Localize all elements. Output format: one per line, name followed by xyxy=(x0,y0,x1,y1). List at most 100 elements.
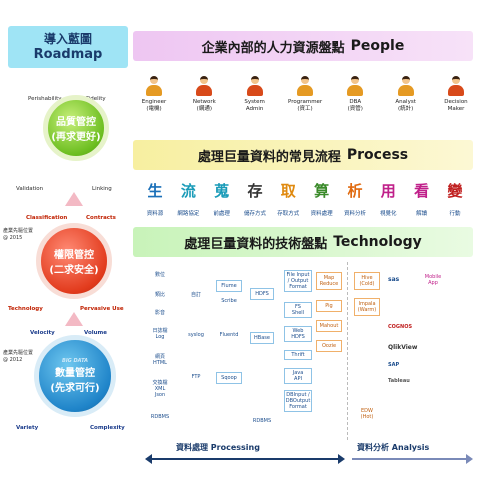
process-step: 看解讀 xyxy=(407,180,437,217)
process-step: 取存取方式 xyxy=(273,180,303,217)
tech-access: Java API xyxy=(284,368,312,384)
pervasive-use-label: Pervasive Use xyxy=(80,306,124,312)
tech-storage: RDBMS xyxy=(252,418,272,424)
tableau-logo: Tableau xyxy=(388,378,410,384)
process-step: 生資料源 xyxy=(140,180,170,217)
process-row: 生資料源流網路協定蒐前處理存儲存方式取存取方式算資料處理析資料分析用視覺化看解讀… xyxy=(140,180,470,217)
process-step-char: 流 xyxy=(180,182,196,200)
process-header-zh: 處理巨量資料的常見流程 xyxy=(197,149,341,165)
authority-line1: 權限管控 xyxy=(54,250,94,261)
authority-line2: (二求安全) xyxy=(49,265,99,276)
process-step-char: 看 xyxy=(414,182,430,200)
tech-collector: Scribe xyxy=(221,298,237,304)
person-dept: (資工) xyxy=(297,106,313,112)
process-step-char: 取 xyxy=(280,182,296,200)
tech-processing: Map Reduce xyxy=(316,272,342,290)
analysis-label: 資料分析 Analysis xyxy=(357,443,430,452)
person-name: Network xyxy=(192,99,216,105)
quality-control-circle: 品質管控 (再求更好) xyxy=(43,95,109,161)
person-name: Analyst xyxy=(395,99,416,105)
person-dept: (網通) xyxy=(196,106,212,112)
people-row: Engineer (電機) Network (網通) System Admin … xyxy=(137,75,473,113)
tech-source: RDBMS xyxy=(150,414,170,420)
divider xyxy=(347,262,348,440)
arrow-right-icon xyxy=(338,454,345,464)
person-dept: (統計) xyxy=(397,106,414,112)
process-step-char: 用 xyxy=(380,182,396,200)
process-step-label: 視覺化 xyxy=(380,211,397,217)
variety-label: Variety xyxy=(16,425,39,431)
cognos-logo: COGNOS xyxy=(388,324,413,330)
tech-source: 交換檔 XML Json xyxy=(152,380,168,398)
roadmap-title-zh: 導入藍圖 xyxy=(43,32,92,46)
technology-header: 處理巨量資料的技術盤點 Technology xyxy=(133,227,473,257)
person-network: Network (網通) xyxy=(187,75,221,113)
validation-label: Validation xyxy=(16,186,44,192)
tech-storage: HDFS xyxy=(250,288,274,300)
arrow-left-icon xyxy=(145,454,152,464)
person-system-admin: System Admin xyxy=(238,75,272,113)
process-step: 算資料處理 xyxy=(307,180,337,217)
up-arrow-icon xyxy=(65,312,83,326)
tech-source: 影音 xyxy=(154,310,165,316)
contracts-label: Contracts xyxy=(86,215,116,221)
tech-access: Web HDFS xyxy=(284,326,312,342)
process-step: 流網路協定 xyxy=(173,180,203,217)
process-step: 用視覺化 xyxy=(373,180,403,217)
mobile-app-label: Mobile App xyxy=(424,274,442,286)
tech-collector: Fluentd xyxy=(219,332,239,338)
tech-warehouse: EDW (Hot) xyxy=(360,408,374,420)
process-step-label: 網路協定 xyxy=(177,211,200,217)
person-programmer: Programmer (資工) xyxy=(288,75,322,113)
process-step-char: 蒐 xyxy=(214,182,230,200)
processing-label: 資料處理 Processing xyxy=(176,443,260,452)
tech-access: FS Shell xyxy=(284,302,312,318)
authority-control-circle: 權限管控 (二求安全) xyxy=(36,223,112,299)
process-step: 蒐前處理 xyxy=(207,180,237,217)
quantity-line2: (先求可行) xyxy=(50,383,100,394)
person-dept: (資管) xyxy=(347,106,363,112)
technology-header-en: Technology xyxy=(333,234,422,250)
tech-protocol: FTP xyxy=(191,374,201,380)
process-step: 析資料分析 xyxy=(340,180,370,217)
tech-processing: Pig xyxy=(316,300,342,312)
sap-logo: SAP xyxy=(388,362,400,368)
tech-access: DBInput / DBOutput Format xyxy=(284,390,312,412)
tech-source: 數位 xyxy=(154,272,165,278)
linking-label: Linking xyxy=(92,186,112,192)
fidelity-label: Fidelity xyxy=(86,96,106,102)
process-step: 存儲存方式 xyxy=(240,180,270,217)
big-data-watermark: BIG DATA xyxy=(62,358,88,364)
process-step-label: 資料分析 xyxy=(343,211,366,217)
tech-collector: Flume xyxy=(216,280,242,292)
people-group-icon xyxy=(294,75,316,97)
technology-area: 數位 類比 影音 日誌檔 Log 網頁 HTML 交換檔 XML Json RD… xyxy=(140,262,475,442)
stamp-2012: 產業先驅位置 @ 2012 xyxy=(3,350,33,364)
tech-access: Thrift xyxy=(284,350,312,360)
process-header-en: Process xyxy=(346,147,409,163)
process-step-char: 生 xyxy=(147,182,163,200)
process-step-label: 存取方式 xyxy=(277,211,300,217)
person-name: Decision Maker xyxy=(444,99,468,112)
classification-label: Classification xyxy=(26,215,68,221)
stamp-2015-line1: 產業先驅位置 xyxy=(3,228,34,234)
process-step-label: 行動 xyxy=(449,211,461,217)
velocity-label: Velocity xyxy=(30,330,55,336)
tech-source: 網頁 HTML xyxy=(153,354,167,366)
process-step-label: 儲存方式 xyxy=(243,211,266,217)
stamp-2015-line2: @ 2015 xyxy=(3,235,23,241)
complexity-label: Complexity xyxy=(90,425,125,431)
person-decision-maker: Decision Maker xyxy=(439,75,473,113)
quantity-line1: 數量管控 xyxy=(55,368,95,379)
process-step-char: 析 xyxy=(347,182,363,200)
tech-warehouse: Impala (Warm) xyxy=(354,298,380,316)
stamp-2012-line2: @ 2012 xyxy=(3,357,23,363)
person-analyst: Analyst (統計) xyxy=(389,75,423,113)
tech-access: File Input / Output Format xyxy=(284,270,312,292)
process-step-label: 解讀 xyxy=(416,211,428,217)
person-icon xyxy=(193,75,215,97)
people-header-zh: 企業內部的人力資源盤點 xyxy=(201,40,345,56)
tech-source: 類比 xyxy=(154,292,165,298)
technology-label: Technology xyxy=(8,306,43,312)
person-engineer: Engineer (電機) xyxy=(137,75,171,113)
